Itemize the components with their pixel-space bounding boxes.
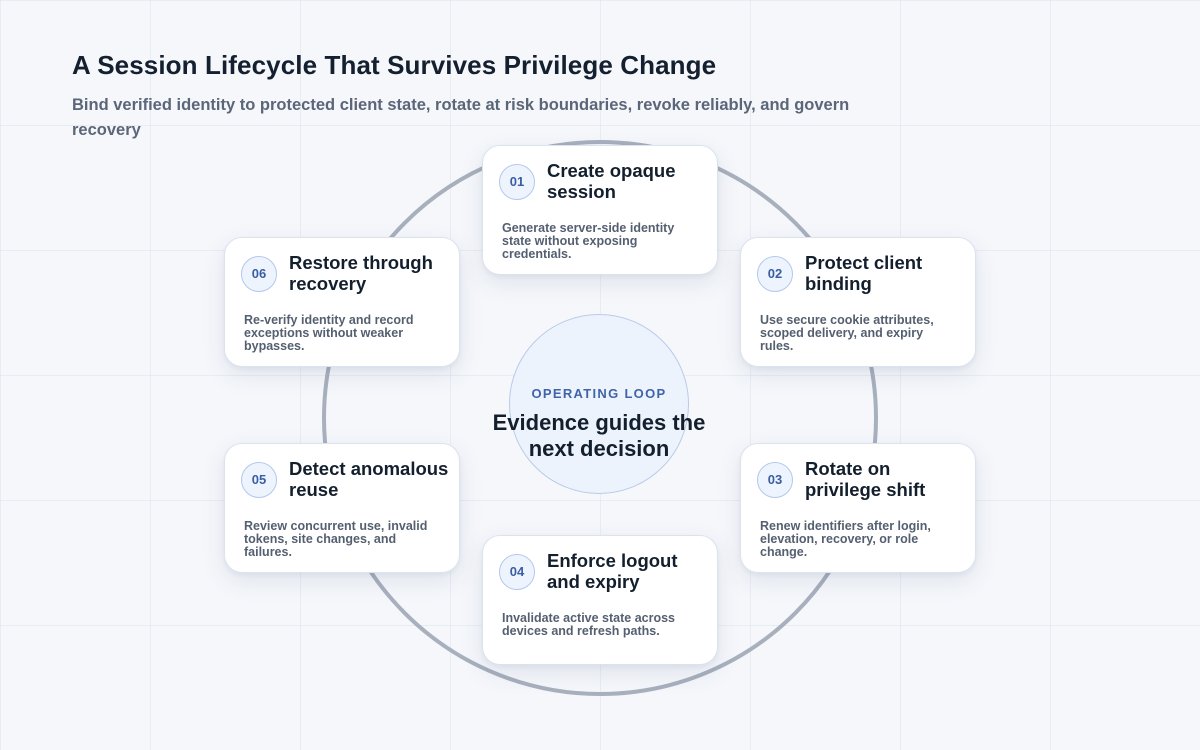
step-description: Generate server-side identity state with…: [502, 221, 675, 261]
step-description: Invalidate active state across devices a…: [502, 611, 676, 638]
step-card-05: 05 Detect anomalous reuse Review concurr…: [224, 443, 460, 573]
step-number-badge: 06: [241, 256, 277, 292]
step-title: Protect client binding: [805, 252, 923, 294]
step-title: Rotate on privilege shift: [805, 458, 926, 500]
step-description: Re-verify identity and record exceptions…: [244, 313, 414, 353]
step-card-03: 03 Rotate on privilege shift Renew ident…: [740, 443, 976, 573]
cycle-ring-path: [322, 140, 878, 696]
step-description: Use secure cookie attributes, scoped del…: [760, 313, 934, 353]
step-card-02: 02 Protect client binding Use secure coo…: [740, 237, 976, 367]
step-card-06: 06 Restore through recovery Re-verify id…: [224, 237, 460, 367]
center-title: Evidence guides the next decision: [492, 410, 706, 461]
step-title: Restore through recovery: [289, 252, 433, 294]
step-number-badge: 05: [241, 462, 277, 498]
step-number-badge: 04: [499, 554, 535, 590]
center-kicker: OPERATING LOOP: [531, 386, 667, 401]
header: A Session Lifecycle That Survives Privil…: [72, 50, 892, 143]
step-number-badge: 02: [757, 256, 793, 292]
step-card-01: 01 Create opaque session Generate server…: [482, 145, 718, 275]
operating-loop-center: OPERATING LOOP Evidence guides the next …: [493, 314, 705, 494]
page-subtitle: Bind verified identity to protected clie…: [72, 96, 850, 139]
step-description: Renew identifiers after login, elevation…: [760, 519, 931, 559]
step-title: Create opaque session: [547, 160, 676, 202]
step-title: Enforce logout and expiry: [547, 550, 678, 592]
step-number-badge: 03: [757, 462, 793, 498]
step-title: Detect anomalous reuse: [289, 458, 449, 500]
page-title: A Session Lifecycle That Survives Privil…: [72, 50, 717, 80]
step-description: Review concurrent use, invalid tokens, s…: [244, 519, 428, 559]
step-card-04: 04 Enforce logout and expiry Invalidate …: [482, 535, 718, 665]
step-number-badge: 01: [499, 164, 535, 200]
